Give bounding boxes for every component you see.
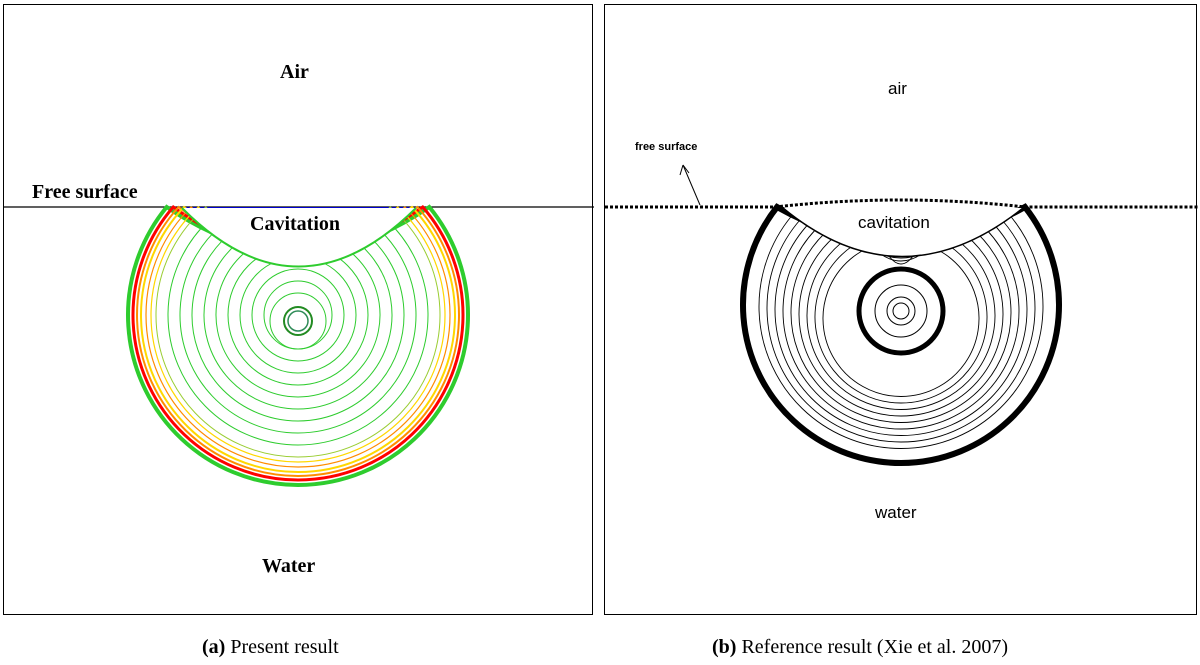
contour-center xyxy=(892,302,910,320)
label-water: water xyxy=(875,503,917,522)
label-water: Water xyxy=(262,555,316,577)
caption-a-text: Present result xyxy=(230,636,339,658)
contour-inner-ring xyxy=(856,266,946,356)
contour-plot-present xyxy=(4,204,594,487)
label-free-surface: Free surface xyxy=(32,181,138,203)
label-air: Air xyxy=(280,61,309,83)
contour-line xyxy=(874,284,928,338)
label-cavitation: cavitation xyxy=(858,213,930,232)
contour-line xyxy=(239,256,357,374)
contour-plot-reference xyxy=(605,164,1198,466)
label-free-surface: free surface xyxy=(635,141,698,153)
caption-b: (b) Reference result (Xie et al. 2007) xyxy=(712,636,1008,659)
contour-line xyxy=(269,292,327,350)
panel-reference-result: air free surface cavitation water xyxy=(604,4,1198,615)
caption-a: (a) Present result xyxy=(202,636,339,659)
caption-a-tag: (a) xyxy=(202,636,226,658)
cavity-outline xyxy=(782,207,1024,258)
panel-present-result: Air Free surface Cavitation Water xyxy=(3,4,594,615)
label-air: air xyxy=(888,79,907,98)
free-surface-arrow xyxy=(682,164,701,206)
caption-b-text: Reference result (Xie et al. 2007) xyxy=(741,636,1008,658)
label-cavitation: Cavitation xyxy=(250,213,340,235)
contour-line xyxy=(886,296,916,326)
caption-b-tag: (b) xyxy=(712,636,737,658)
cavity-outline xyxy=(181,207,417,268)
contour-center xyxy=(287,310,309,332)
free-surface-line xyxy=(605,198,1198,209)
contour-line xyxy=(251,268,345,362)
free-surface-arrowhead xyxy=(679,164,690,176)
contour-line xyxy=(263,280,333,350)
contour-center xyxy=(283,306,313,336)
